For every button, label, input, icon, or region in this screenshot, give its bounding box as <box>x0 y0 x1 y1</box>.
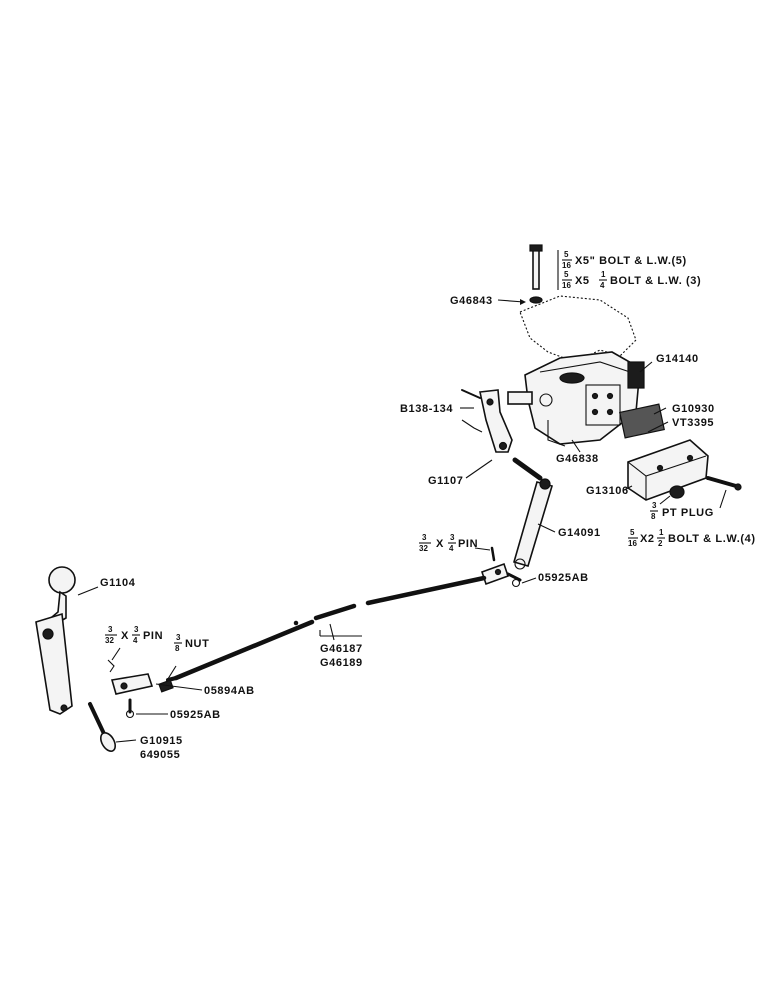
label-05925ab-right: 05925AB <box>538 572 589 584</box>
label-bolt-5q-tail: BOLT & L.W. (3) <box>610 275 701 287</box>
label-g46838: G46838 <box>556 453 599 465</box>
label-bolt-2h-tail: BOLT & L.W.(4) <box>668 533 756 545</box>
label-pin-x: X <box>436 538 444 550</box>
frac-3-8-den: 8 <box>651 512 656 521</box>
pt-plug <box>669 485 685 499</box>
frac-5-16-b-den: 16 <box>562 281 571 290</box>
frac-3-32-den: 32 <box>419 544 428 553</box>
label-g46189: G46189 <box>320 657 363 669</box>
hand-lever-g1104 <box>35 566 76 715</box>
lever-g1107 <box>479 389 513 453</box>
label-pin-left: PIN <box>143 630 163 642</box>
frac-5-16-a-num: 5 <box>564 250 569 259</box>
frac-3-8-nut-den: 8 <box>175 644 180 653</box>
label-g13106: G13106 <box>586 485 629 497</box>
clevis-pin-right <box>506 572 522 588</box>
frac-1-4-den: 4 <box>600 281 605 290</box>
valve-body <box>507 351 645 447</box>
frac-3-32-left-num: 3 <box>108 625 113 634</box>
frac-1-2-num: 1 <box>659 528 664 537</box>
label-g14091: G14091 <box>558 527 601 539</box>
label-g14140: G14140 <box>656 353 699 365</box>
frac-3-8-nut-num: 3 <box>176 633 181 642</box>
link-g14091 <box>513 478 554 570</box>
label-g46187: G46187 <box>320 643 363 655</box>
top-bolt <box>529 244 543 290</box>
clevis-pin-left <box>125 698 135 719</box>
cotter-left <box>107 659 115 673</box>
clevis-right <box>480 562 510 586</box>
frac-1-2-den: 2 <box>658 539 663 548</box>
label-g1104: G1104 <box>100 577 136 589</box>
label-bolt-5q: X5 <box>575 275 590 287</box>
leader-lines <box>77 299 727 743</box>
frac-1-4-num: 1 <box>601 270 606 279</box>
label-pt-plug: PT PLUG <box>662 507 714 519</box>
label-g10930: G10930 <box>672 403 715 415</box>
frac-5-16-b-num: 5 <box>564 270 569 279</box>
pin-b138 <box>461 389 481 399</box>
callouts: 5 16 X5" BOLT & L.W.(5) 5 16 X5 1 4 BOLT… <box>100 250 756 761</box>
frac-3-8-num: 3 <box>652 501 657 510</box>
pivot-pin-g10915 <box>88 702 117 752</box>
frac-5-16-a-den: 16 <box>562 261 571 270</box>
label-pin-x-left: X <box>121 630 129 642</box>
bolt-right <box>706 476 742 491</box>
label-nut: NUT <box>185 638 209 650</box>
label-05894ab: 05894AB <box>204 685 255 697</box>
label-bolt-5: X5" BOLT & L.W.(5) <box>575 255 687 267</box>
cotter-b138 <box>461 419 483 433</box>
label-vt3395: VT3395 <box>672 417 714 429</box>
label-g46843: G46843 <box>450 295 493 307</box>
label-649055: 649055 <box>140 749 180 761</box>
frac-3-4-left-den: 4 <box>133 636 138 645</box>
frac-5-16-c-num: 5 <box>630 528 635 537</box>
label-pin-right: PIN <box>458 538 478 550</box>
label-05925ab-left: 05925AB <box>170 709 221 721</box>
cover-g13106 <box>627 439 709 501</box>
frac-3-4-num: 3 <box>450 533 455 542</box>
clevis-left <box>110 673 154 695</box>
rod-ends-left <box>166 676 178 682</box>
washer-g46843 <box>529 296 543 304</box>
frac-3-32-left-den: 32 <box>105 636 114 645</box>
frac-3-4-left-num: 3 <box>134 625 139 634</box>
label-b138-134: B138-134 <box>400 403 453 415</box>
gasket <box>519 295 637 363</box>
frac-3-4-den: 4 <box>449 544 454 553</box>
frac-5-16-c-den: 16 <box>628 539 637 548</box>
nut-left <box>158 679 174 693</box>
label-g1107: G1107 <box>428 475 463 487</box>
control-rod <box>173 575 487 681</box>
link-pin-top <box>512 457 543 481</box>
label-bolt-2h: X2 <box>640 533 655 545</box>
frac-3-32-num: 3 <box>422 533 427 542</box>
pin-right <box>490 546 496 562</box>
label-g10915: G10915 <box>140 735 183 747</box>
